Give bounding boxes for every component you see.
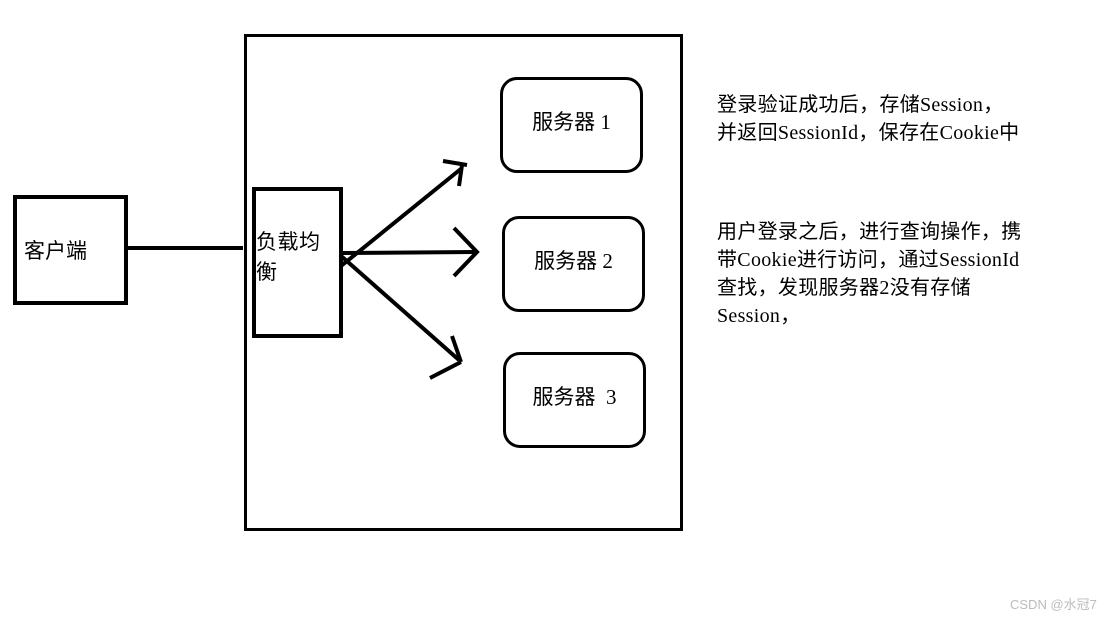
- server-box-2: 服务器 2: [502, 216, 645, 312]
- server-1-label: 服务器 1: [532, 110, 611, 134]
- annotation-session-lookup: 用户登录之后，进行查询操作，携 带Cookie进行访问，通过SessionId …: [717, 218, 1099, 330]
- annotation-line: 用户登录之后，进行查询操作，携: [717, 221, 1022, 243]
- load-balancer-label: 负载均衡: [256, 229, 321, 284]
- client-box: 客户端: [13, 195, 128, 305]
- annotation-line: 登录验证成功后，存储Session，: [717, 94, 1004, 116]
- client-label: 客户端: [24, 239, 87, 263]
- annotation-line: 带Cookie进行访问，通过SessionId: [717, 249, 1020, 271]
- server-box-3: 服务器 3: [503, 352, 646, 448]
- watermark: CSDN @水冠7: [1010, 597, 1097, 612]
- load-balancer-box: 负载均衡: [252, 187, 343, 338]
- server-3-label: 服务器 3: [532, 385, 617, 409]
- annotation-line: 并返回SessionId，保存在Cookie中: [717, 122, 1020, 144]
- annotation-line: 查找，发现服务器2没有存储: [717, 277, 971, 299]
- server-2-label: 服务器 2: [534, 249, 613, 273]
- server-cluster-box: [244, 34, 683, 531]
- annotation-line: Session，: [717, 305, 801, 327]
- annotation-session-storage: 登录验证成功后，存储Session， 并返回SessionId，保存在Cooki…: [717, 91, 1099, 147]
- server-box-1: 服务器 1: [500, 77, 643, 173]
